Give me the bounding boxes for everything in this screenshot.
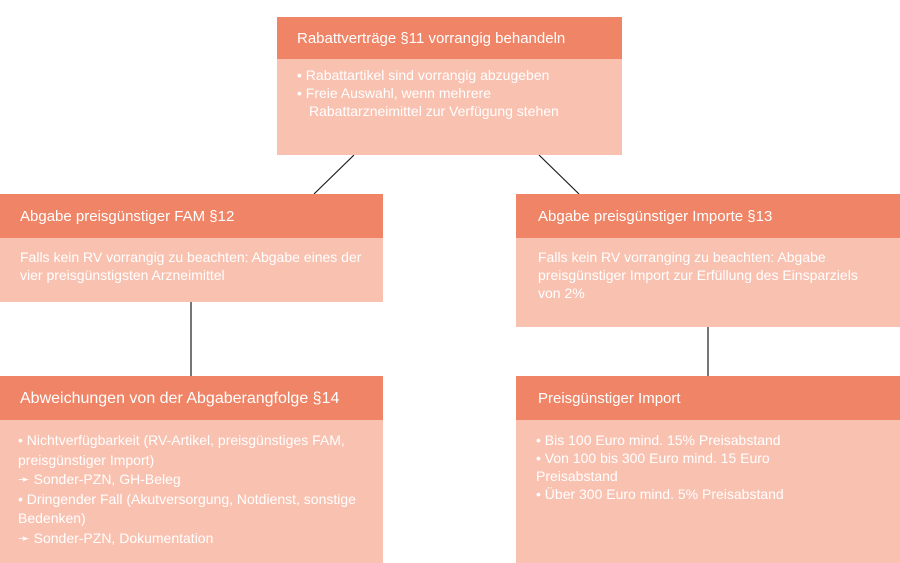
node-abweichungen-body: • Nichtverfügbarkeit (RV-Artikel, preisg…: [0, 420, 383, 563]
bullet-100-bis-300: • Von 100 bis 300 Euro mind. 15 Euro Pre…: [536, 450, 770, 484]
bullet-ueber-300: • Über 300 Euro mind. 5% Preisabstand: [536, 486, 784, 502]
abweichung-dringender-fall: • Dringender Fall (Akutversorgung, Notdi…: [18, 490, 356, 527]
node-fam-title: Abgabe preisgünstiger FAM §12: [0, 194, 383, 238]
bullet-rabattartikel: • Rabattartikel sind vorrangig abzugeben: [297, 67, 550, 83]
abweichung-sonder-pzn-doku: ➛ Sonder-PZN, Dokumentation: [18, 529, 214, 546]
node-rabattvertraege-title: Rabattverträge §11 vorrangig behandeln: [277, 17, 622, 59]
bullet-freie-auswahl: • Freie Auswahl, wenn mehrere Rabattarzn…: [297, 85, 559, 119]
node-abweichungen-title: Abweichungen von der Abgaberangfolge §14: [0, 376, 383, 420]
fam-text: Falls kein RV vorrangig zu beachten: Abg…: [20, 249, 362, 283]
bullet-bis-100: • Bis 100 Euro mind. 15% Preisabstand: [536, 432, 781, 448]
node-preisguenstiger-import: Preisgünstiger Import • Bis 100 Euro min…: [516, 376, 900, 563]
node-rabattvertraege: Rabattverträge §11 vorrangig behandeln •…: [277, 17, 622, 155]
importe-text: Falls kein RV vorranging zu beachten: Ab…: [538, 249, 858, 301]
node-importe-body: Falls kein RV vorranging zu beachten: Ab…: [516, 238, 900, 327]
node-importe: Abgabe preisgünstiger Importe §13 Falls …: [516, 194, 900, 327]
connector-top-left: [313, 154, 355, 195]
node-rabattvertraege-body: • Rabattartikel sind vorrangig abzugeben…: [277, 59, 622, 155]
abweichung-nichtverfuegbarkeit: • Nichtverfügbarkeit (RV-Artikel, preisg…: [18, 432, 345, 468]
node-preisguenstiger-import-title: Preisgünstiger Import: [516, 376, 900, 420]
node-importe-title: Abgabe preisgünstiger Importe §13: [516, 194, 900, 238]
node-fam-body: Falls kein RV vorrangig zu beachten: Abg…: [0, 238, 383, 302]
node-preisguenstiger-import-body: • Bis 100 Euro mind. 15% Preisabstand • …: [516, 420, 900, 563]
node-fam: Abgabe preisgünstiger FAM §12 Falls kein…: [0, 194, 383, 302]
abweichung-sonder-pzn-gh: ➛ Sonder-PZN, GH-Beleg: [18, 471, 181, 487]
connector-top-right: [538, 154, 580, 195]
node-abweichungen: Abweichungen von der Abgaberangfolge §14…: [0, 376, 383, 563]
